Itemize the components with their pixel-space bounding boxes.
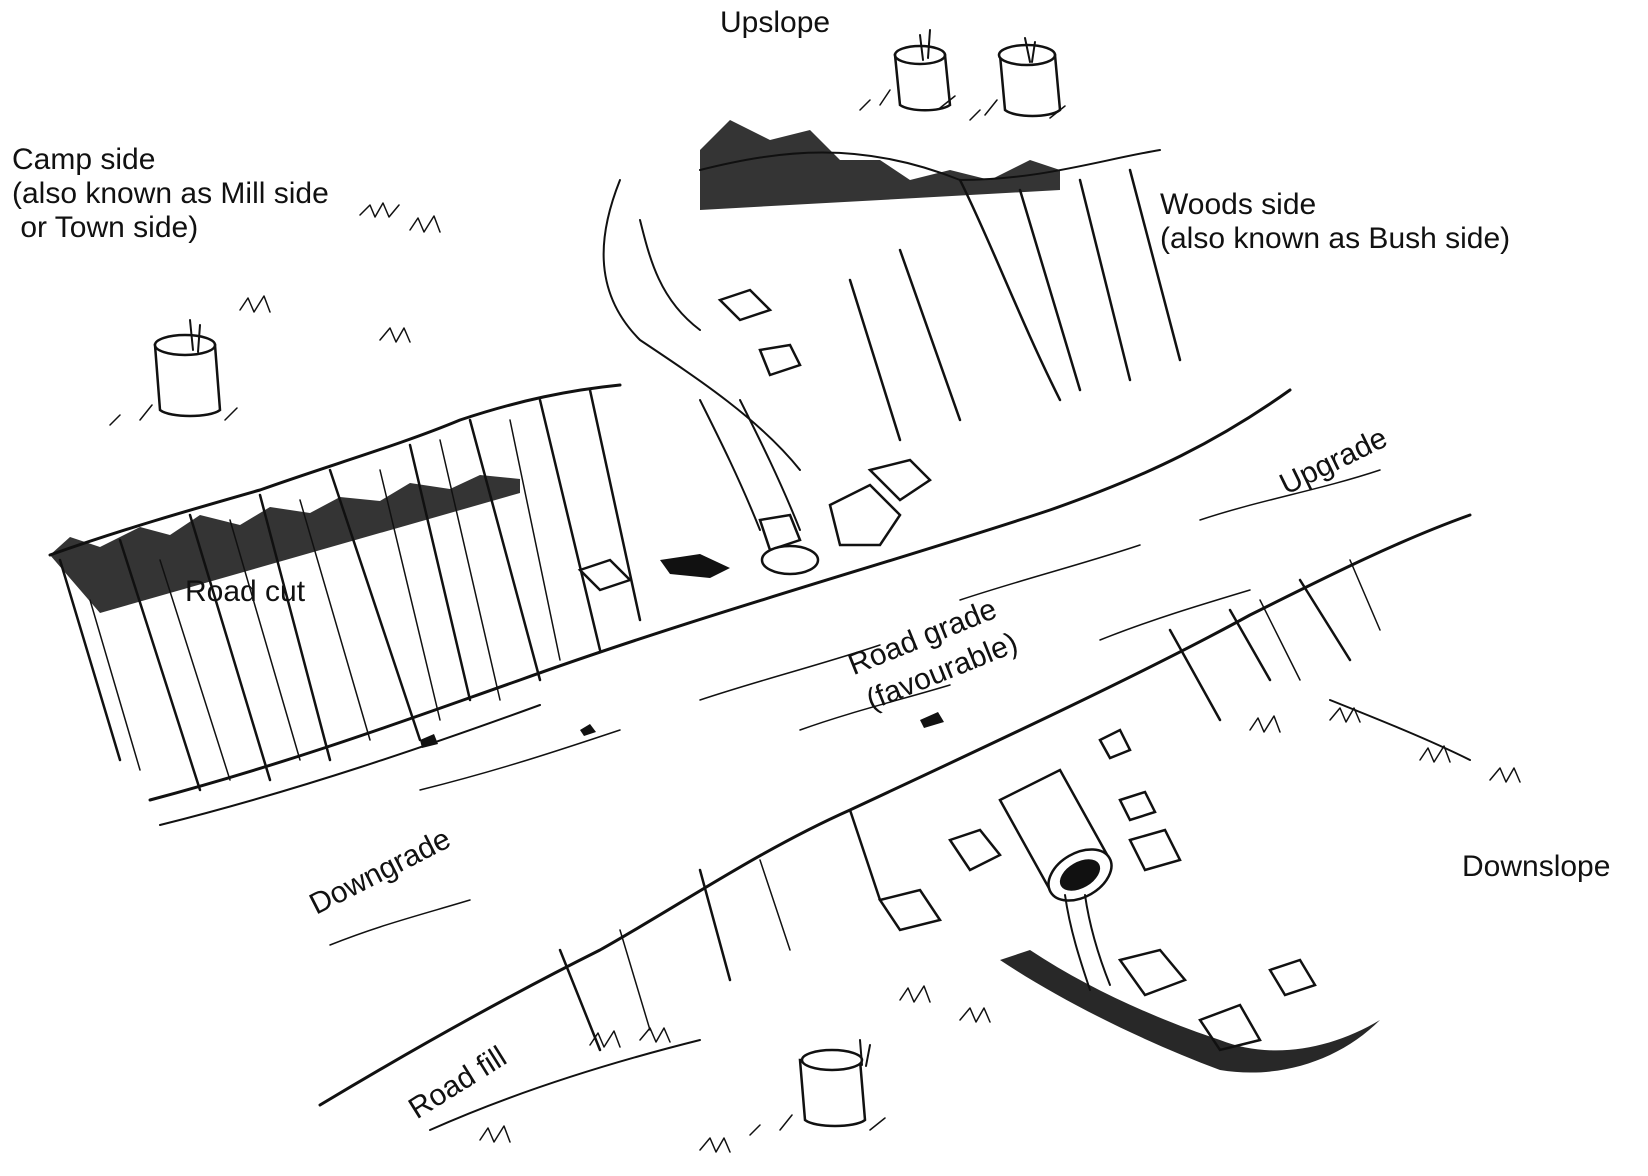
stream-rocks	[580, 290, 930, 590]
label-woods-side-aka: (also known as Bush side)	[1160, 222, 1510, 256]
stump-upslope-right	[970, 38, 1065, 120]
stump-camp-side	[110, 320, 237, 425]
label-downslope: Downslope	[1462, 850, 1610, 884]
label-road-cut: Road cut	[185, 575, 305, 609]
road-upper-edge	[150, 390, 1290, 825]
road-cut-wall	[50, 120, 1180, 790]
stump-upslope-left	[860, 30, 955, 110]
stump-road-fill	[750, 1040, 885, 1135]
culvert-outlet	[880, 730, 1380, 1073]
label-upslope: Upslope	[720, 6, 830, 40]
road-fill-slope	[430, 560, 1470, 1130]
label-camp-side: Camp side	[12, 143, 155, 177]
label-woods-side: Woods side	[1160, 188, 1316, 222]
road-lower-edge	[320, 515, 1470, 1105]
label-camp-side-aka-1: (also known as Mill side	[12, 177, 329, 211]
label-camp-side-aka-2: or Town side)	[12, 211, 198, 245]
